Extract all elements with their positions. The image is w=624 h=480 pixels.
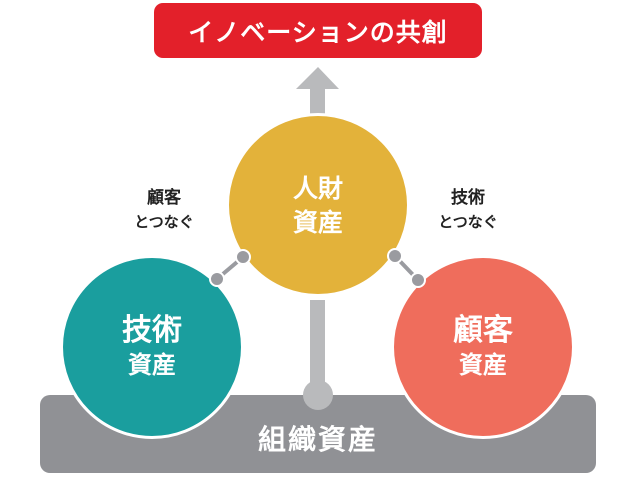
left-link-line2: とつなぐ [134, 213, 194, 231]
left-link-label: 顧客 とつなぐ [109, 186, 219, 234]
right-connector [387, 248, 426, 288]
technology-asset-line2: 資産 [128, 351, 176, 379]
right-link-label: 技術 とつなぐ [413, 186, 523, 234]
customer-asset-line2: 資産 [459, 351, 507, 379]
left-link-line1: 顧客 [147, 188, 181, 208]
innovation-title: イノベーションの共創 [154, 3, 482, 58]
people-asset-circle: 人財 資産 [226, 113, 410, 297]
technology-asset-line1: 技術 [122, 313, 182, 348]
up-arrow [296, 67, 339, 116]
stem-knob [303, 380, 333, 410]
support-stem [310, 300, 325, 395]
people-asset-line1: 人財 [292, 174, 343, 203]
people-asset-line2: 資産 [292, 208, 343, 237]
foundation-label: 組織資産 [257, 423, 378, 456]
right-link-line2: とつなぐ [438, 213, 498, 231]
left-connector [209, 249, 251, 287]
right-link-line1: 技術 [451, 188, 485, 208]
customer-asset-line1: 顧客 [453, 313, 513, 348]
